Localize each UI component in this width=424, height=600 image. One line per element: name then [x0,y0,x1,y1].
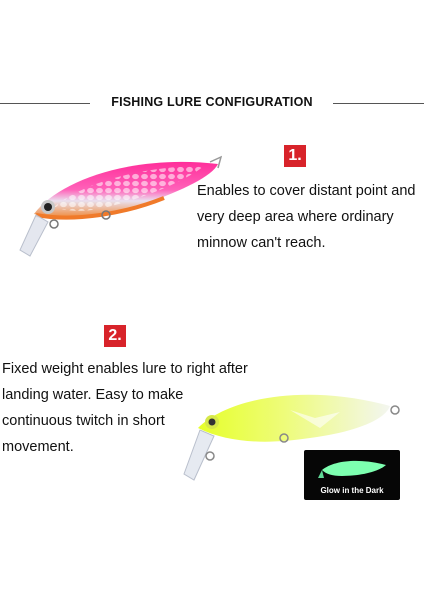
description-line: Enables to cover distant point and [197,183,416,199]
feature-description-2: Fixed weight enables lure to right after… [2,356,262,460]
description-line: continuous twitch in short [2,413,165,429]
glow-label: Glow in the Dark [320,486,384,495]
glow-in-the-dark-badge: Glow in the Dark [304,450,400,500]
description-line: Fixed weight enables lure to right after [2,361,248,377]
description-line: minnow can't reach. [197,235,326,251]
pink-minnow-lure-image [19,155,222,257]
feature-description-1: Enables to cover distant point and very … [197,178,424,256]
header-rule-left [0,103,90,104]
feature-number-badge-1: 1. [284,145,306,167]
description-line: landing water. Easy to make [2,387,184,403]
chartreuse-minnow-lure-image [183,394,400,481]
description-line: very deep area where ordinary [197,209,394,225]
description-line: movement. [2,439,74,455]
glowing-lure-icon [318,460,386,478]
feature-number-badge-2: 2. [104,325,126,347]
page-title: FISHING LURE CONFIGURATION [111,95,313,109]
header-rule-right [333,103,424,104]
